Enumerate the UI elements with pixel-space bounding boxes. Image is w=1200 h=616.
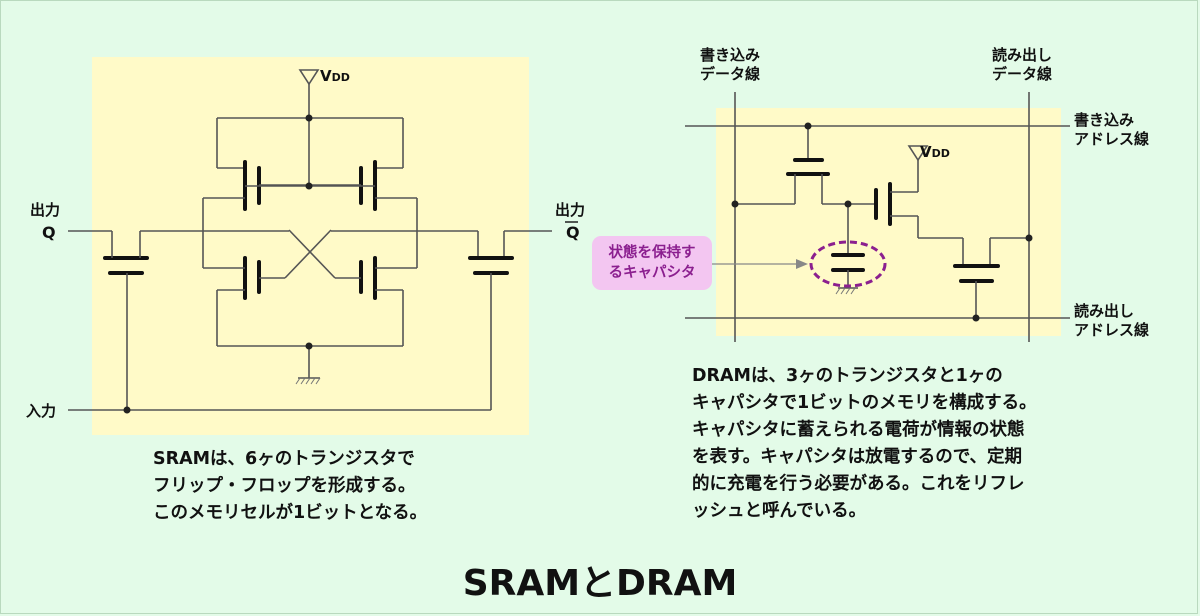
capacitor-callout: 状態を保持す るキャパシタ — [592, 236, 712, 290]
callout-arrow-icon — [796, 259, 808, 269]
sram-caption: SRAMは、6ヶのトランジスタで フリップ・フロップを形成する。 このメモリセル… — [153, 449, 428, 523]
write-data-line-label: 書き込み データ線 — [700, 46, 761, 83]
sram-circuit — [68, 69, 552, 414]
read-data-line-label: 読み出し データ線 — [992, 46, 1053, 83]
read-address-line-label: 読み出し アドレス線 — [1074, 302, 1150, 339]
dram-caption: DRAMは、3ヶのトランジスタと1ヶの キャパシタで1ビットのメモリを構成する。… — [692, 366, 1037, 521]
capacitor-highlight-ring — [809, 240, 887, 288]
write-address-line-label: 書き込み アドレス線 — [1074, 111, 1150, 148]
dram-vdd-symbol — [907, 145, 929, 162]
page-title: SRAMとDRAM — [462, 563, 738, 604]
sram-vdd-symbol — [298, 69, 320, 86]
sram-vdd-label: VDD — [320, 67, 350, 85]
sram-q-label: Q — [42, 223, 56, 242]
sram-output-right-label: 出力 — [555, 201, 585, 219]
dram-circuit — [685, 92, 1070, 342]
dram-ground-symbol — [835, 287, 858, 295]
sram-qbar-label: Q — [566, 223, 580, 242]
dram-vdd-label: VDD — [920, 143, 950, 161]
sram-output-left-label: 出力 — [30, 201, 60, 219]
sram-ground-symbol — [295, 377, 321, 385]
sram-input-label: 入力 — [26, 402, 56, 420]
